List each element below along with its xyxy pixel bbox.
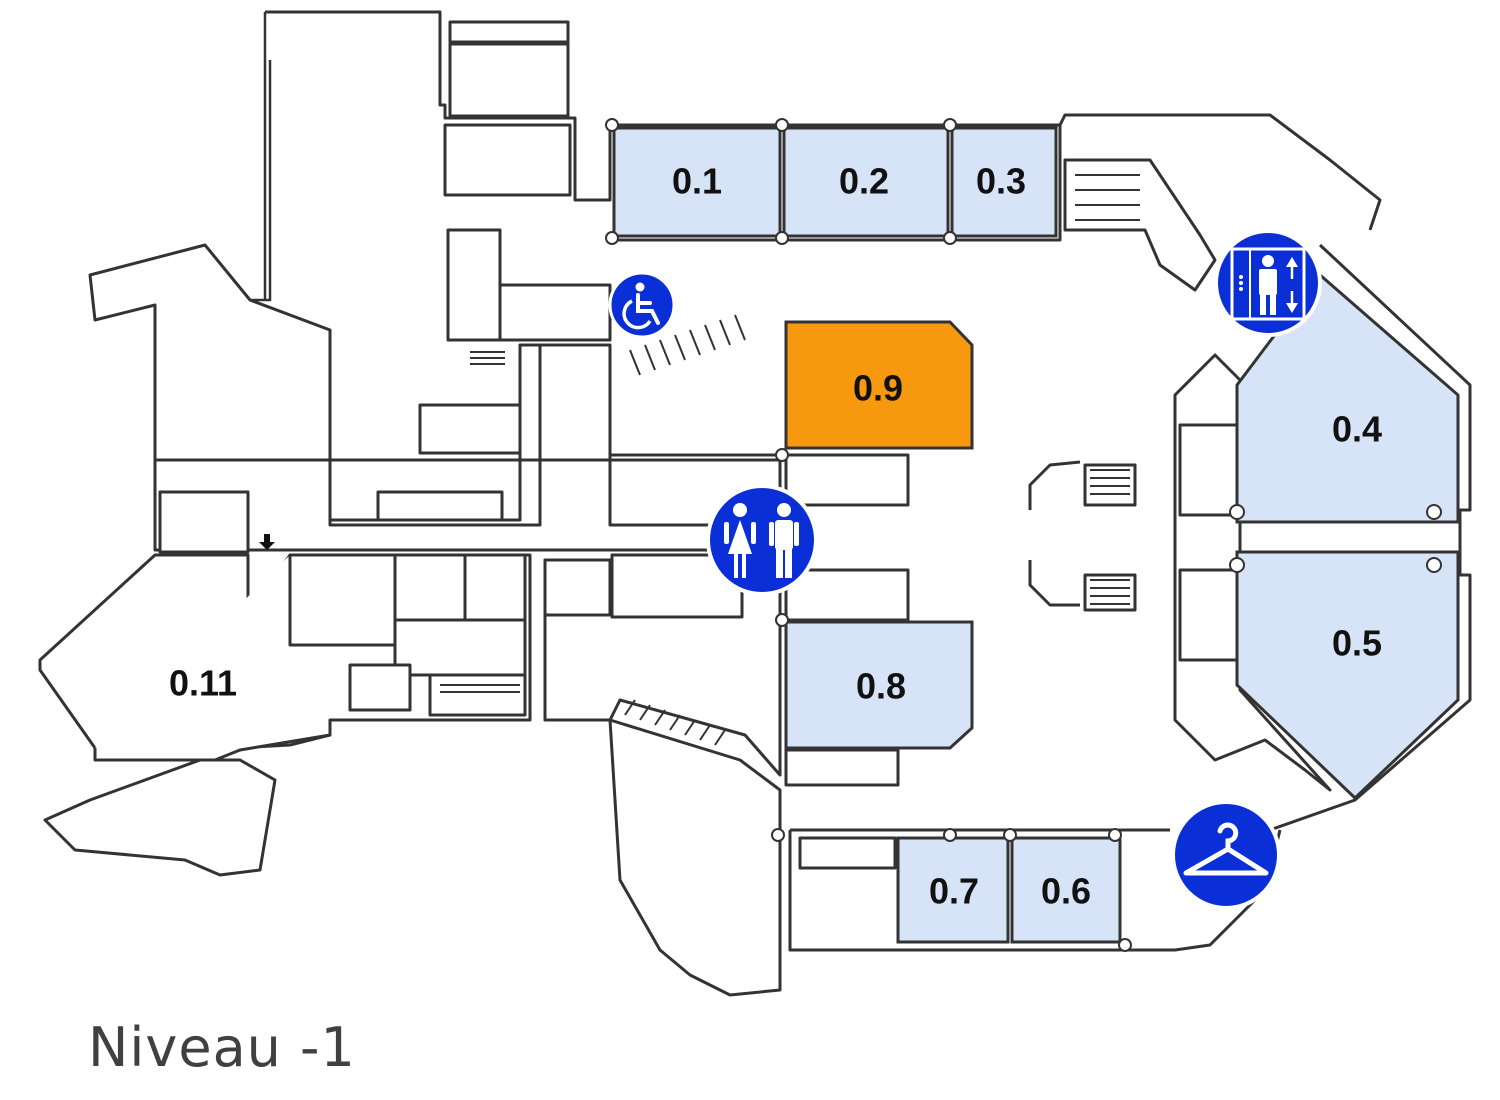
room-label: 0.1 (672, 161, 722, 202)
room-0-11[interactable]: 0.11 (169, 663, 237, 704)
stairs-hatching (440, 174, 1140, 746)
cloakroom-hanger-icon (1171, 800, 1281, 910)
rooms: 0.1 0.2 0.3 0.9 0.4 0.5 0.8 (169, 126, 1460, 944)
floor-level-label: Niveau -1 (88, 1016, 356, 1079)
room-0-3[interactable]: 0.3 (950, 126, 1058, 238)
entry-arrow-icon (259, 534, 275, 550)
room-0-8[interactable]: 0.8 (784, 620, 974, 750)
room-label: 0.11 (169, 663, 237, 704)
room-0-7[interactable]: 0.7 (896, 836, 1010, 944)
elevator-icon (1214, 229, 1322, 337)
room-0-6[interactable]: 0.6 (1010, 836, 1122, 944)
room-label: 0.8 (856, 666, 906, 707)
room-0-5[interactable]: 0.5 (1235, 550, 1460, 801)
toilets-icon (706, 484, 818, 596)
room-0-1[interactable]: 0.1 (612, 126, 782, 238)
room-label: 0.7 (929, 871, 979, 912)
room-label: 0.5 (1332, 623, 1382, 664)
room-label: 0.2 (839, 161, 889, 202)
room-label: 0.3 (976, 161, 1026, 202)
wheelchair-access-icon (608, 271, 676, 339)
pillars (605, 118, 1442, 952)
room-0-4[interactable]: 0.4 (1235, 272, 1460, 524)
room-0-9[interactable]: 0.9 (784, 320, 974, 450)
room-label: 0.4 (1332, 409, 1382, 450)
room-label: 0.6 (1041, 871, 1091, 912)
room-0-2[interactable]: 0.2 (782, 126, 950, 238)
room-label: 0.9 (853, 368, 903, 409)
